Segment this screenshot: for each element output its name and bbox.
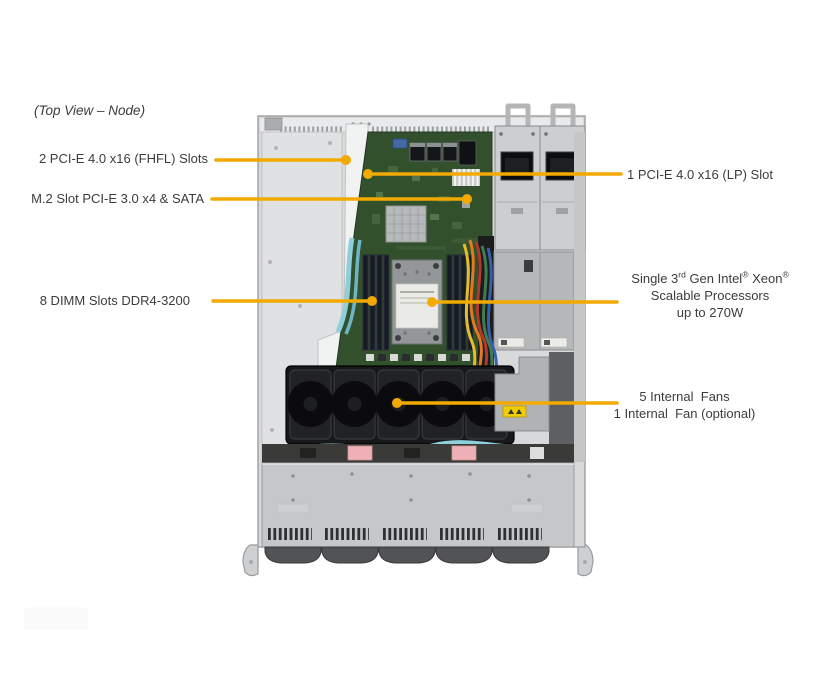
drive-tray-bumps	[264, 546, 550, 564]
cage-sticker-2	[540, 337, 568, 348]
lower-bracket	[494, 356, 550, 432]
processor-label-line2: Scalable Processors	[650, 288, 770, 303]
psu-module-1	[494, 125, 541, 251]
callout-lines	[210, 155, 623, 408]
processor-text-3: Xeon	[748, 271, 783, 286]
vrm-heatsink	[452, 169, 480, 186]
processor-label-line1: Single 3rd Gen Intel® Xeon®	[616, 270, 804, 287]
callout-label-processor: Single 3rd Gen Intel® Xeon® Scalable Pro…	[616, 270, 804, 321]
processor-text-1: Single 3	[631, 271, 679, 286]
backplane-strip	[262, 444, 574, 463]
usb-stack	[458, 140, 477, 166]
callout-dot-lp	[363, 169, 373, 179]
side-wall-right	[574, 132, 585, 462]
fans-label-line1: 5 Internal Fans	[639, 389, 730, 404]
processor-sup-reg1: ®	[742, 269, 749, 280]
sata-cables-left	[335, 237, 362, 335]
backplane-connector-2	[451, 445, 477, 461]
processor-sup-rd: rd	[678, 269, 686, 280]
callout-dot-cpu	[427, 297, 437, 307]
warning-label	[502, 405, 527, 418]
processor-text-2: Gen Intel	[685, 271, 743, 286]
callout-label-m2: M.2 Slot PCI-E 3.0 x4 & SATA	[31, 191, 204, 206]
callout-dot-fhfl	[341, 155, 351, 165]
faint-watermark	[24, 607, 88, 631]
psu-handles	[505, 103, 576, 127]
fan-2	[331, 369, 378, 440]
callout-label-fhfl: 2 PCI-E 4.0 x16 (FHFL) Slots	[38, 151, 208, 166]
cage-sticker-1	[497, 337, 525, 348]
processor-label-line3: up to 270W	[676, 305, 744, 320]
callout-dot-fans	[392, 398, 402, 408]
fan-1	[287, 369, 334, 440]
right-cable-area	[549, 352, 574, 462]
fans-label-line2: 1 Internal Fan (optional)	[613, 406, 756, 421]
diagram-title: (Top View – Node)	[34, 103, 146, 118]
processor-sup-reg2: ®	[782, 269, 789, 280]
front-panel	[261, 462, 575, 548]
vga-port	[392, 138, 408, 149]
callout-label-lp: 1 PCI-E 4.0 x16 (LP) Slot	[627, 167, 773, 182]
rack-ear-right	[577, 544, 594, 577]
callout-dot-m2	[462, 194, 472, 204]
callout-label-fans: 5 Internal Fans 1 Internal Fan (optional…	[582, 388, 787, 422]
ethernet-ports	[409, 142, 458, 162]
backplane-connector-1	[347, 445, 373, 461]
chipset-heatsink	[385, 205, 427, 243]
rack-ear-left	[242, 544, 259, 577]
callout-dot-dimm	[367, 296, 377, 306]
callout-label-dimm: 8 DIMM Slots DDR4-3200	[39, 293, 190, 308]
